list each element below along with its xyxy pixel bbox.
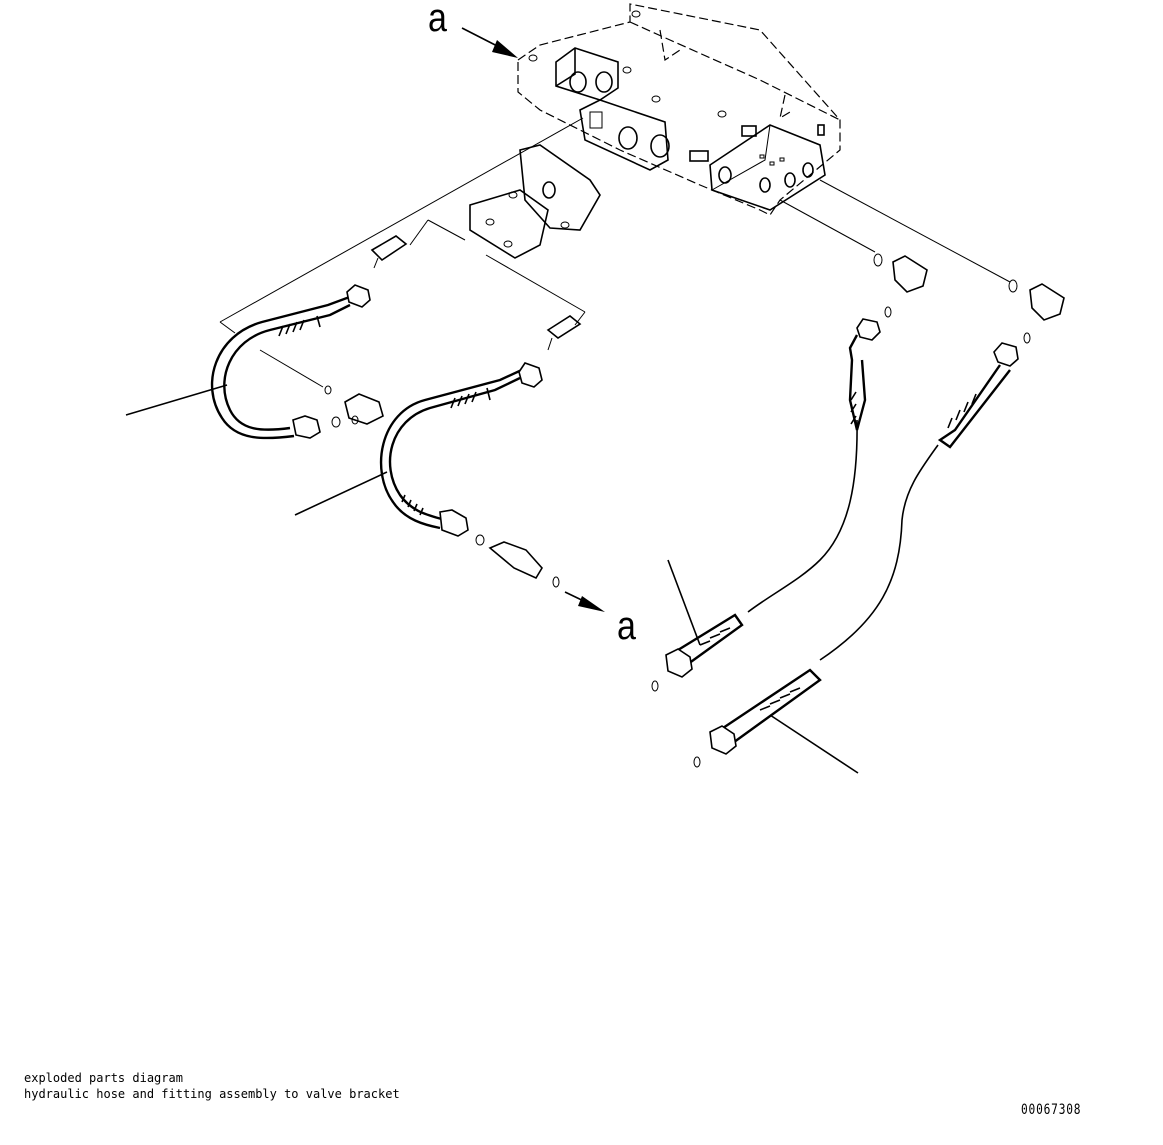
fittings-hose-2 xyxy=(475,315,582,588)
fittings-hose-1 xyxy=(324,235,408,428)
diagram-caption: exploded parts diagram hydraulic hose an… xyxy=(24,1070,400,1102)
fittings-right xyxy=(651,253,1065,768)
valve-block-3 xyxy=(689,124,826,211)
valve-bracket-assembly xyxy=(469,3,841,259)
hose-3 xyxy=(665,318,881,678)
hose-4 xyxy=(709,342,1019,774)
reference-arrow-bottom xyxy=(564,591,605,612)
diagram-type: exploded parts diagram xyxy=(24,1071,183,1085)
hose-2 xyxy=(294,362,543,537)
valve-block-1 xyxy=(555,47,619,101)
reference-label-a-top: a xyxy=(428,0,447,40)
diagram-subject: hydraulic hose and fitting assembly to v… xyxy=(24,1087,400,1101)
assembly-center-lines xyxy=(219,117,1011,388)
figure-id: 00067308 xyxy=(1021,1102,1082,1118)
reference-label-a-bottom: a xyxy=(617,604,636,648)
reference-arrow-top xyxy=(461,27,518,58)
sub-bracket xyxy=(469,144,601,259)
valve-block-2 xyxy=(579,99,670,171)
hose-1 xyxy=(125,284,371,440)
